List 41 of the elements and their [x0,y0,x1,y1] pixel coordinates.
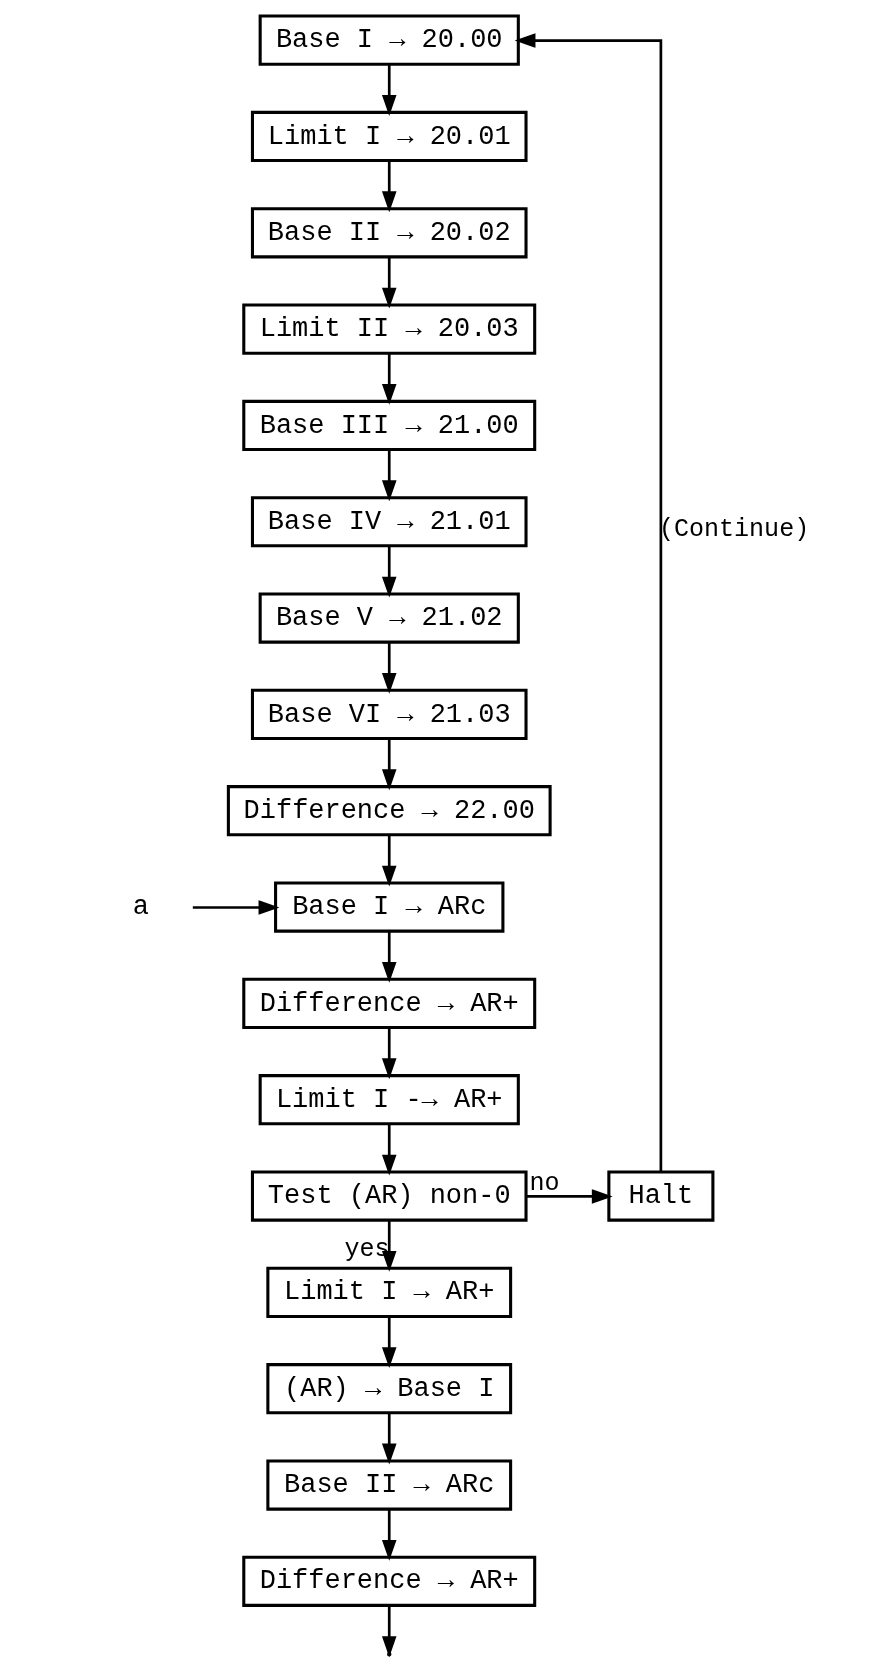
node-box: Test (AR) non-0 [250,1170,528,1222]
node-box: Base I → ARc [274,881,505,933]
arrow [381,64,397,116]
arrow [381,1027,397,1080]
arrow [381,160,397,213]
arrow [381,257,397,309]
edge-label: no [529,1168,560,1198]
arrow [381,642,397,694]
arrow [514,33,663,1172]
edge-label: (Continue) [658,514,810,544]
arrow [381,738,397,791]
arrow [381,1509,397,1561]
arrow [526,1189,613,1204]
node-box: Limit I → 20.01 [250,110,528,163]
node-box: Difference → AR+ [242,977,537,1029]
arrow [381,1413,397,1465]
node-box: Halt [607,1170,715,1222]
arrow [381,449,397,502]
arrow [381,1220,397,1272]
node-box: Base IV → 21.01 [250,496,528,548]
node-text: a [132,892,149,923]
node-box: Base VI → 21.03 [250,688,528,740]
edge-label: yes [344,1235,390,1265]
node-box: Difference → AR+ [242,1555,537,1607]
node-box: Base II → 20.02 [250,207,528,259]
arrow [381,353,397,405]
node-box: Limit I -→ AR+ [258,1074,520,1126]
arrow [192,900,280,915]
node-box: (AR) → Base I [266,1363,513,1415]
arrow [381,931,397,983]
node-box: Difference → 22.00 [226,785,552,837]
node-box: Limit I → AR+ [266,1266,513,1318]
node-box: Limit II → 20.03 [242,303,537,355]
node-box: Base I → 20.00 [258,14,520,66]
arrow [381,1316,397,1369]
node-box: Base V → 21.02 [258,592,520,644]
arrow [381,546,397,598]
arrow [381,1124,397,1176]
arrow [381,835,397,887]
node-box: Base II → ARc [266,1459,513,1511]
node-box: Base III → 21.00 [242,399,537,452]
